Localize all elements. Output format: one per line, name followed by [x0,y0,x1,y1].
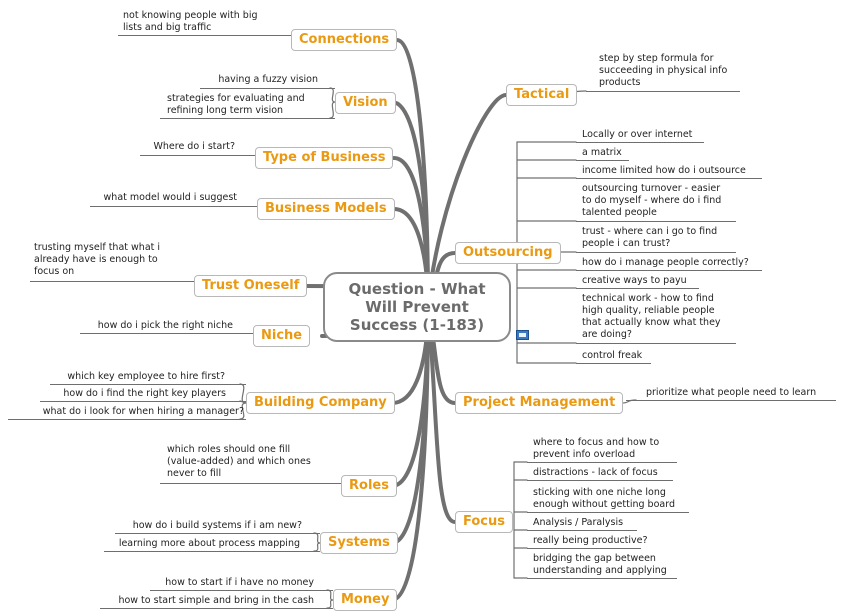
topic-trust-oneself[interactable]: Trust Oneself [194,275,308,297]
topic-building-company[interactable]: Building Company [246,392,395,414]
note-underline [140,155,255,156]
note-underline [576,221,736,222]
note-underline [115,533,320,534]
topic-money[interactable]: Money [333,589,398,611]
note-underline [576,343,736,344]
note-building-company-1: which key employee to hire first? [67,371,225,382]
note-underline [576,178,762,179]
note-underline [527,480,673,481]
note-underline [586,91,740,92]
branch-line [390,305,430,602]
note-focus-5: really being productive? [533,535,648,546]
topic-outsourcing[interactable]: Outsourcing [455,242,561,264]
topic-systems[interactable]: Systems [320,532,398,554]
topic-tactical[interactable]: Tactical [506,84,578,106]
topic-vision[interactable]: Vision [335,92,396,114]
topic-business-models[interactable]: Business Models [257,198,395,220]
note-underline [200,88,335,89]
note-building-company-3: what do i look for when hiring a manager… [42,406,244,417]
note-outsourcing-5: trust - where can i go to find people i … [582,226,718,249]
note-type-of-business-1: Where do i start? [153,141,235,152]
note-underline [576,142,704,143]
note-outsourcing-6: how do i manage people correctly? [582,257,749,268]
note-systems-1: how do i build systems if i am new? [132,520,302,531]
note-vision-2: strategies for evaluating and refining l… [167,93,305,116]
note-underline [160,118,335,119]
branch-line [239,402,247,420]
topic-type-of-business[interactable]: Type of Business [255,147,394,169]
note-underline [8,419,246,420]
topic-roles[interactable]: Roles [341,475,397,497]
note-underline [576,363,651,364]
branch-line [426,305,457,524]
note-underline [527,578,677,579]
note-underline [80,333,253,334]
topic-project-management[interactable]: Project Management [455,392,624,414]
note-underline [527,530,637,531]
note-outsourcing-9: control freak [582,350,643,361]
note-outsourcing-7: creative ways to payu [582,275,687,286]
note-underline [527,548,641,549]
topic-niche[interactable]: Niche [253,325,311,347]
branch-line [426,93,508,309]
note-business-models-1: what model would i suggest [103,192,237,203]
note-outsourcing-3: income limited how do i outsource [582,165,746,176]
note-focus-6: bridging the gap between understanding a… [533,553,667,576]
branch-line [326,599,334,609]
note-underline [90,206,257,207]
note-trust-oneself-1: trusting myself that what i already have… [34,242,161,277]
note-systems-2: learning more about process mapping [118,538,300,549]
note-underline [150,590,333,591]
note-outsourcing-8: technical work - how to find high qualit… [582,293,721,340]
note-underline [40,401,246,402]
note-connections-1: not knowing people with big lists and bi… [123,10,258,33]
note-outsourcing-4: outsourcing turnover - easier to do myse… [582,183,722,218]
note-tactical-1: step by step formula for succeeding in p… [599,53,728,88]
note-money-1: how to start if i have no money [165,577,314,588]
branch-line [390,305,430,545]
note-underline [104,551,320,552]
note-underline [100,608,333,609]
note-underline [527,512,689,513]
note-vision-1: having a fuzzy vision [218,74,318,85]
note-underline [626,400,836,401]
note-underline [576,288,699,289]
note-attachment-icon[interactable] [516,330,529,340]
note-focus-1: where to focus and how to prevent info o… [533,437,660,460]
central-topic[interactable]: Question - What Will Prevent Success (1-… [323,272,511,342]
topic-connections[interactable]: Connections [291,29,398,51]
note-money-2: how to start simple and bring in the cas… [118,595,314,606]
branch-line [313,542,321,552]
note-outsourcing-1: Locally or over internet [582,129,693,140]
note-building-company-2: how do i find the right key players [63,388,226,399]
note-focus-4: Analysis / Paralysis [533,517,624,528]
note-underline [576,160,629,161]
note-focus-2: distractions - lack of focus [533,467,658,478]
note-underline [576,252,736,253]
note-project-management-1: prioritize what people need to learn [646,387,817,398]
note-underline [527,462,677,463]
branch-line [329,101,336,119]
note-underline [576,270,762,271]
note-niche-1: how do i pick the right niche [97,320,233,331]
note-roles-1: which roles should one fill (value-added… [167,444,311,479]
topic-focus[interactable]: Focus [455,511,513,533]
note-underline [30,281,194,282]
note-outsourcing-2: a matrix [582,147,622,158]
note-underline [118,35,291,36]
note-focus-3: sticking with one niche long enough with… [533,487,675,510]
note-underline [50,384,246,385]
note-underline [160,483,341,484]
